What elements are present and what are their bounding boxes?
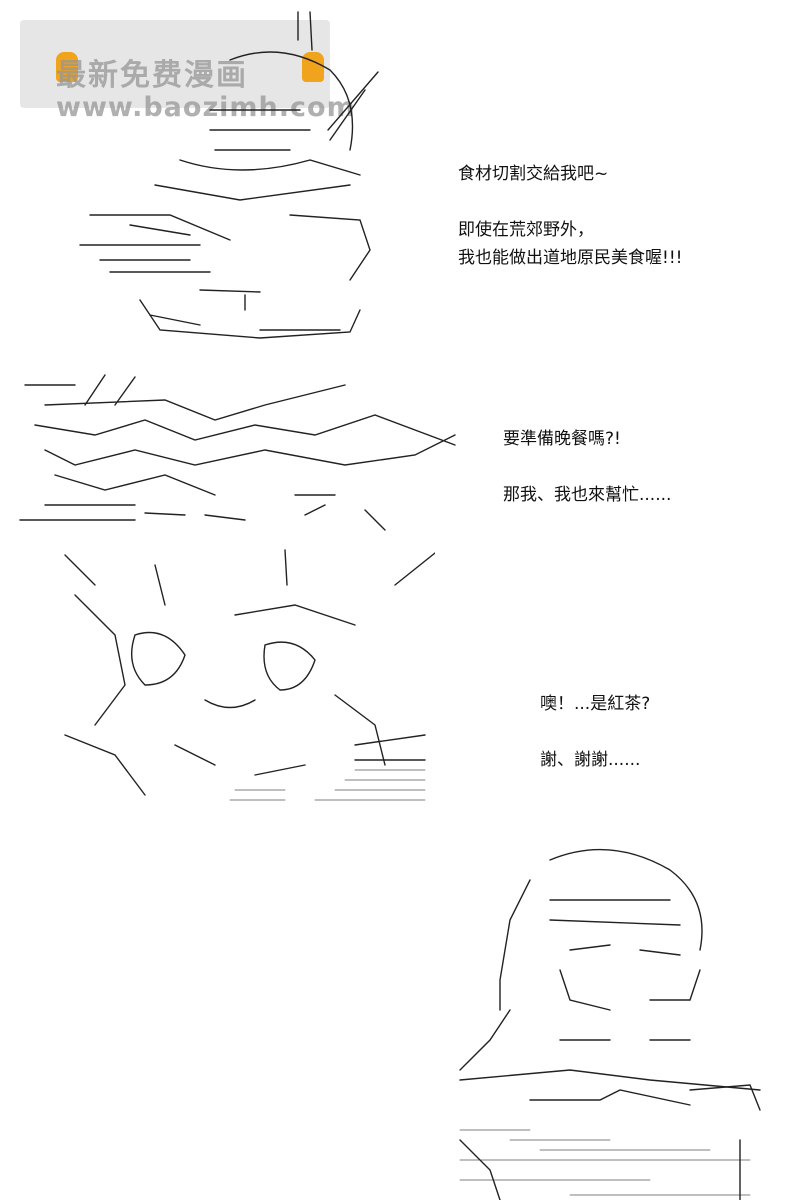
watermark-title: 最新免费漫画 xyxy=(56,58,248,93)
watermark-url: www.baozimh.com xyxy=(56,92,356,123)
pointing-hand-icon xyxy=(56,52,78,82)
dialog-line: 那我、我也來幫忙...... xyxy=(503,485,672,505)
panel-3-ascii-art xyxy=(55,545,435,815)
dialog-line: 謝、謝謝...... xyxy=(540,750,641,770)
panel-4-ascii-art xyxy=(450,840,770,1200)
dialog-line: 食材切割交給我吧~ xyxy=(458,164,609,184)
dialog-line: 即使在荒郊野外， xyxy=(458,220,594,240)
dialog-line: 噢！...是紅茶? xyxy=(540,694,651,714)
panel-2-dialog: 要準備晚餐嗎?! 那我、我也來幫忙...... xyxy=(503,425,671,509)
panel-1-ascii-art xyxy=(60,10,390,350)
dialog-line: 我也能做出道地原民美食喔!!! xyxy=(458,248,683,268)
panel-1-dialog: 食材切割交給我吧~ 即使在荒郊野外， 我也能做出道地原民美食喔!!! xyxy=(458,160,682,272)
panel-2-ascii-art xyxy=(15,365,470,535)
dialog-line: 要準備晚餐嗎?! xyxy=(503,429,621,449)
panel-3-dialog: 噢！...是紅茶? 謝、謝謝...... xyxy=(540,690,650,774)
